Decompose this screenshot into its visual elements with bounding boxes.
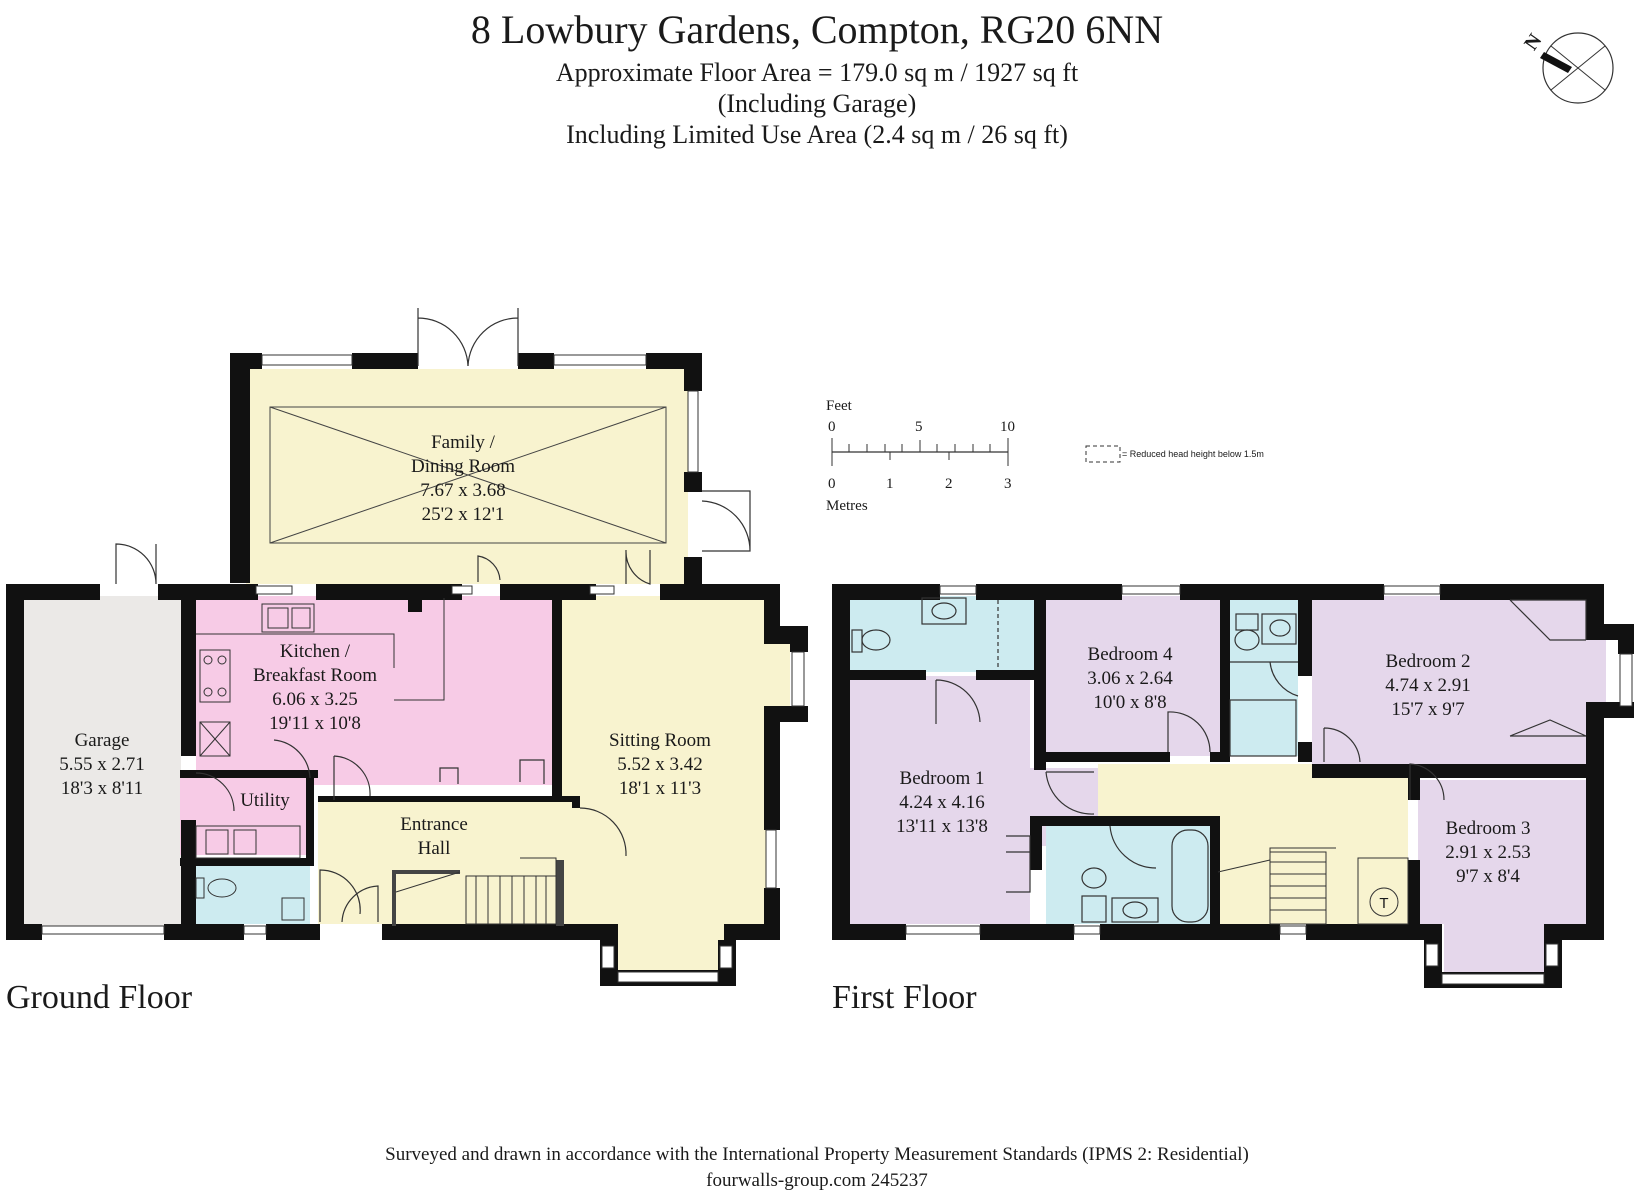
svg-text:25'2 x 12'1: 25'2 x 12'1 [422, 504, 505, 525]
ground-floor-label: Ground Floor [6, 979, 193, 1016]
tank-label: T [1379, 895, 1388, 912]
svg-text:9'7 x 8'4: 9'7 x 8'4 [1456, 866, 1520, 887]
room-entrance-hall: Entrance Hall [400, 814, 468, 859]
svg-text:0: 0 [828, 419, 836, 435]
svg-text:Utility: Utility [240, 790, 290, 811]
room-garage: Garage 5.55 x 2.71 18'3 x 8'11 [59, 730, 145, 799]
svg-text:Bedroom 4: Bedroom 4 [1088, 644, 1173, 665]
svg-text:Entrance: Entrance [400, 814, 468, 835]
room-bedroom-4: Bedroom 4 3.06 x 2.64 10'0 x 8'8 [1087, 644, 1173, 713]
scale-bar: Feet 0 5 10 0 1 2 3 Metres [826, 398, 1015, 514]
svg-text:7.67 x 3.68: 7.67 x 3.68 [420, 480, 506, 501]
svg-text:Metres: Metres [826, 498, 868, 514]
svg-text:10'0 x 8'8: 10'0 x 8'8 [1093, 692, 1166, 713]
svg-text:1: 1 [886, 476, 894, 492]
svg-text:3.06 x 2.64: 3.06 x 2.64 [1087, 668, 1173, 689]
svg-text:4.74 x 2.91: 4.74 x 2.91 [1385, 675, 1471, 696]
svg-text:Dining Room: Dining Room [411, 456, 515, 477]
svg-text:Sitting Room: Sitting Room [609, 730, 711, 751]
compass-icon: N [1520, 29, 1614, 104]
plan-title: 8 Lowbury Gardens, Compton, RG20 6NN [470, 7, 1164, 52]
svg-text:2: 2 [945, 476, 953, 492]
north-label: N [1520, 29, 1547, 54]
svg-text:6.06 x 3.25: 6.06 x 3.25 [272, 689, 358, 710]
garage-note: (Including Garage) [717, 89, 917, 118]
svg-text:4.24 x 4.16: 4.24 x 4.16 [899, 792, 985, 813]
svg-text:5.52 x 3.42: 5.52 x 3.42 [617, 754, 703, 775]
svg-text:18'3 x 8'11: 18'3 x 8'11 [61, 778, 143, 799]
reduced-head-height-legend: = Reduced head height below 1.5m [1085, 445, 1264, 463]
svg-text:10: 10 [1000, 419, 1015, 435]
room-bedroom-3: Bedroom 3 2.91 x 2.53 9'7 x 8'4 [1445, 818, 1531, 887]
svg-text:0: 0 [828, 476, 836, 492]
svg-text:= Reduced head height below 1.: = Reduced head height below 1.5m [1122, 449, 1264, 459]
room-kitchen-breakfast: Kitchen / Breakfast Room 6.06 x 3.25 19'… [253, 641, 377, 734]
room-bedroom-2: Bedroom 2 4.74 x 2.91 15'7 x 9'7 [1385, 651, 1471, 720]
svg-text:Garage: Garage [75, 730, 130, 751]
room-family-dining: Family / Dining Room 7.67 x 3.68 25'2 x … [411, 432, 515, 525]
svg-text:5: 5 [915, 419, 923, 435]
svg-text:5.55 x 2.71: 5.55 x 2.71 [59, 754, 145, 775]
svg-text:Hall: Hall [418, 838, 451, 859]
svg-text:15'7 x 9'7: 15'7 x 9'7 [1391, 699, 1464, 720]
svg-text:Kitchen /: Kitchen / [280, 641, 351, 662]
floor-area-text: Approximate Floor Area = 179.0 sq m / 19… [555, 58, 1079, 87]
room-utility: Utility [240, 790, 290, 811]
svg-text:18'1 x 11'3: 18'1 x 11'3 [619, 778, 701, 799]
limited-use-note: Including Limited Use Area (2.4 sq m / 2… [566, 120, 1068, 149]
svg-text:Breakfast Room: Breakfast Room [253, 665, 377, 686]
svg-text:Family /: Family / [431, 432, 496, 453]
svg-text:3: 3 [1004, 476, 1012, 492]
svg-text:Bedroom 1: Bedroom 1 [900, 768, 985, 789]
room-bedroom-1: Bedroom 1 4.24 x 4.16 13'11 x 13'8 [896, 768, 988, 837]
svg-text:13'11 x 13'8: 13'11 x 13'8 [896, 816, 988, 837]
svg-text:Feet: Feet [826, 398, 853, 414]
svg-text:Bedroom 3: Bedroom 3 [1446, 818, 1531, 839]
svg-text:19'11 x 10'8: 19'11 x 10'8 [269, 713, 361, 734]
room-sitting: Sitting Room 5.52 x 3.42 18'1 x 11'3 [609, 730, 711, 799]
svg-text:Bedroom 2: Bedroom 2 [1386, 651, 1471, 672]
footer-reference: fourwalls-group.com 245237 [706, 1170, 928, 1191]
footer-standards-note: Surveyed and drawn in accordance with th… [385, 1144, 1249, 1165]
svg-text:2.91 x 2.53: 2.91 x 2.53 [1445, 842, 1531, 863]
first-floor-label: First Floor [832, 979, 977, 1016]
